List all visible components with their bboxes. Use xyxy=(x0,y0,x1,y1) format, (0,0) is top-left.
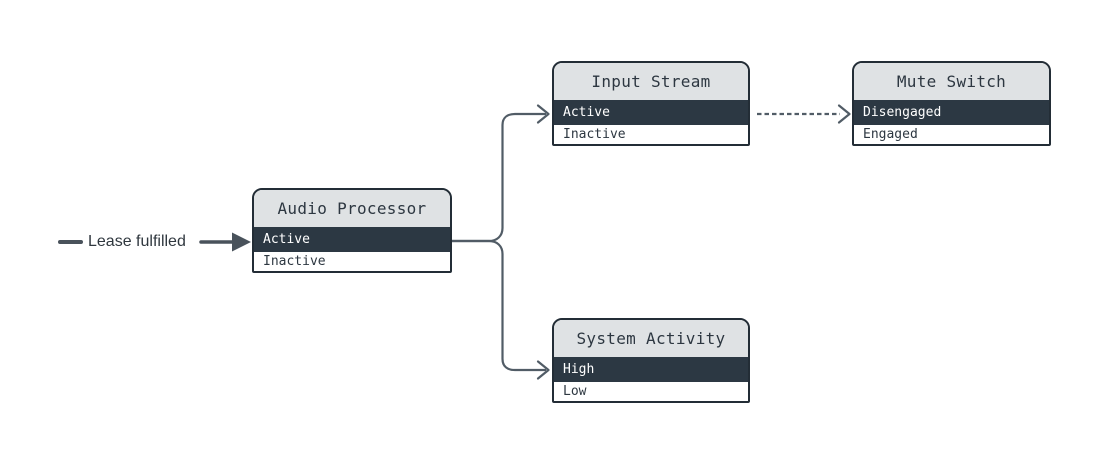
node-title-input-stream: Input Stream xyxy=(554,63,748,100)
node-title-mute-switch: Mute Switch xyxy=(854,63,1049,100)
state-row-audio-inactive: Inactive xyxy=(254,252,450,271)
node-system-activity: System Activity High Low xyxy=(552,318,750,403)
arrowhead-system-icon xyxy=(536,360,550,380)
state-row-mute-engaged: Engaged xyxy=(854,125,1049,144)
state-row-input-active: Active xyxy=(554,100,748,125)
state-row-mute-disengaged: Disengaged xyxy=(854,100,1049,125)
node-mute-switch: Mute Switch Disengaged Engaged xyxy=(852,61,1051,146)
lease-arrowhead-icon xyxy=(232,232,251,252)
arrowhead-input-icon xyxy=(536,104,550,124)
state-row-system-low: Low xyxy=(554,382,748,401)
state-row-input-inactive: Inactive xyxy=(554,125,748,144)
edge-audio-to-input xyxy=(452,112,546,243)
node-audio-processor: Audio Processor Active Inactive xyxy=(252,188,452,273)
arrowhead-mute-icon xyxy=(837,104,851,124)
state-row-system-high: High xyxy=(554,357,748,382)
node-title-system-activity: System Activity xyxy=(554,320,748,357)
node-input-stream: Input Stream Active Inactive xyxy=(552,61,750,146)
node-title-audio-processor: Audio Processor xyxy=(254,190,450,227)
edge-label-lease-fulfilled: Lease fulfilled xyxy=(88,233,186,250)
edge-audio-to-system xyxy=(452,239,546,372)
state-row-audio-active: Active xyxy=(254,227,450,252)
